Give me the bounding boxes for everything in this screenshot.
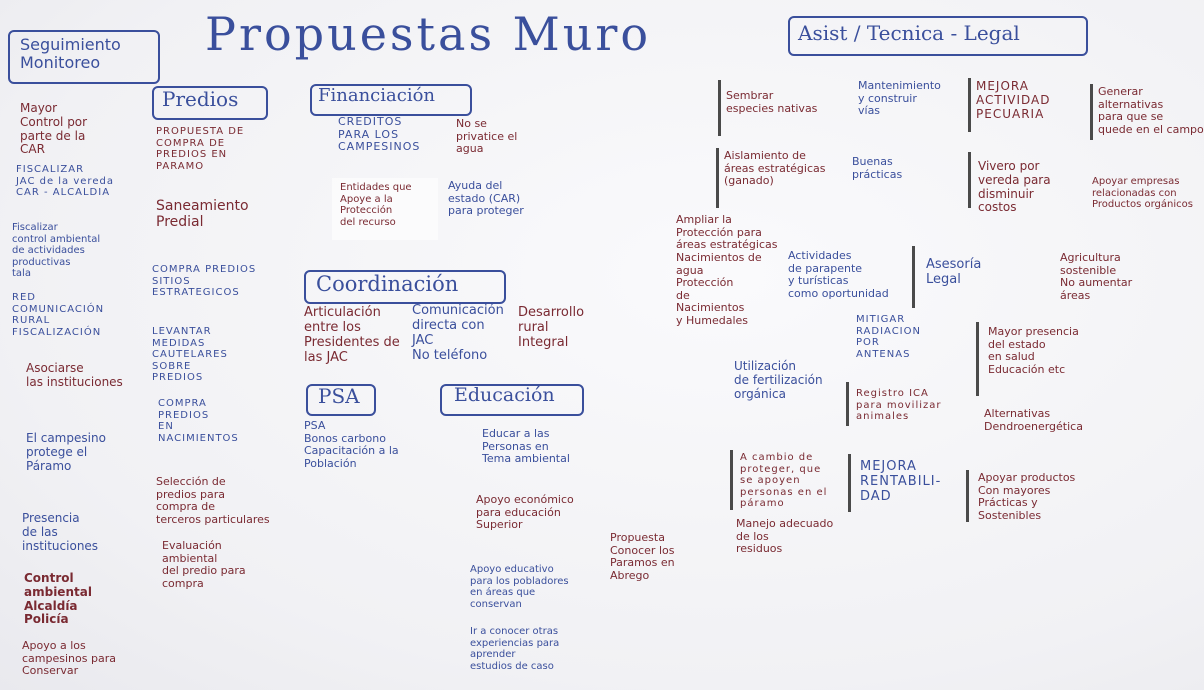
seguimiento-item: Presencia de las instituciones — [22, 511, 99, 553]
predios-item: COMPRA PREDIOS EN NACIMIENTOS — [158, 398, 239, 444]
divider-line — [1090, 84, 1093, 140]
header-box-coordinacion — [304, 270, 506, 304]
predios-item: PROPUESTA DE COMPRA DE PREDIOS EN PARAMO — [156, 126, 245, 172]
header-financiacion: Financiación — [318, 85, 435, 106]
educacion-item: Educar a las Personas en Tema ambiental — [482, 427, 570, 466]
asistencia-item: MEJORA ACTIVIDAD PECUARIA — [976, 79, 1051, 121]
predios-item: COMPRA PREDIOS SITIOS ESTRATEGICOS — [152, 264, 257, 298]
asistencia-item: Vivero por vereda para disminuir costos — [978, 159, 1051, 215]
asistencia-item: Buenas prácticas — [852, 155, 903, 181]
asistencia-item: Aislamiento de áreas estratégicas (ganad… — [724, 149, 826, 188]
coordinacion-item: Desarrollo rural Integral — [518, 305, 585, 350]
predios-item: LEVANTAR MEDIDAS CAUTELARES SOBRE PREDIO… — [152, 326, 228, 383]
asistencia-item: A cambio de proteger, que se apoyen pers… — [740, 452, 828, 509]
educacion-item: Apoyo educativo para los pobladores en á… — [470, 564, 569, 610]
seguimiento-item: El campesino protege el Páramo — [26, 431, 106, 473]
financiacion-item: Ayuda del estado (CAR) para proteger — [448, 179, 524, 218]
header-educacion: Educación — [454, 384, 555, 406]
header-box-psa — [306, 384, 376, 416]
asistencia-item: Mayor presencia del estado en salud Educ… — [988, 325, 1079, 376]
asistencia-item: Manejo adecuado de los residuos — [736, 517, 834, 556]
asistencia-item: MITIGAR RADIACION POR ANTENAS — [856, 314, 921, 360]
asistencia-item: Ampliar la Protección para áreas estraté… — [676, 213, 778, 328]
asistencia-item: Alternativas Dendroenergética — [984, 407, 1083, 433]
header-seguimiento: Seguimiento Monitoreo — [20, 35, 121, 73]
asistencia-item: Generar alternativas para que se quede e… — [1098, 85, 1204, 136]
seguimiento-item: Apoyo a los campesinos para Conservar — [22, 639, 116, 678]
board-title: Propuestas Muro — [205, 7, 652, 61]
seguimiento-item: Fiscalizar control ambiental de activida… — [12, 222, 101, 279]
asistencia-item: Apoyar empresas relacionadas con Product… — [1092, 176, 1193, 210]
header-box-asistencia — [788, 16, 1088, 56]
asistencia-item: Sembrar especies nativas — [726, 89, 818, 115]
divider-line — [848, 454, 851, 512]
asistencia-item: Actividades de parapente y turísticas co… — [788, 249, 889, 300]
financiacion-item: CREDITOS PARA LOS CAMPESINOS — [338, 115, 421, 154]
divider-line — [966, 470, 969, 522]
divider-line — [846, 382, 849, 426]
header-coordinacion: Coordinación — [316, 272, 459, 296]
coordinacion-item: Comunicación directa con JAC No teléfono — [412, 303, 504, 363]
asistencia-item: Mantenimiento y construir vías — [858, 79, 941, 118]
divider-line — [968, 78, 971, 132]
financiacion-item: No se privatice el agua — [456, 117, 518, 156]
psa-item: PSA Bonos carbono Capacitación a la Pobl… — [304, 419, 399, 470]
asistencia-item: Registro ICA para movilizar animales — [856, 388, 942, 422]
seguimiento-item: RED COMUNICACIÓN RURAL FISCALIZACIÓN — [12, 292, 105, 338]
divider-line — [976, 322, 979, 396]
header-box-seguimiento — [8, 30, 160, 84]
divider-line — [730, 450, 733, 510]
seguimiento-item: FISCALIZAR JAC de la vereda CAR - ALCALD… — [16, 164, 114, 198]
educacion-item: Ir a conocer otras experiencias para apr… — [470, 626, 560, 672]
predios-item: Selección de predios para compra de terc… — [156, 475, 270, 526]
educacion-item: Apoyo económico para educación Superior — [476, 493, 574, 532]
predios-item: Evaluación ambiental del predio para com… — [162, 539, 246, 590]
divider-line — [968, 152, 971, 208]
note-card — [332, 178, 438, 240]
header-box-financiacion — [310, 84, 472, 116]
seguimiento-item: Mayor Control por parte de la CAR — [20, 101, 88, 157]
asistencia-item: Apoyar productos Con mayores Prácticas y… — [978, 471, 1076, 522]
header-box-educacion — [440, 384, 584, 416]
financiacion-item: Entidades que Apoye a la Protección del … — [340, 182, 412, 228]
asistencia-item: Utilización de fertilización orgánica — [734, 359, 823, 401]
divider-line — [716, 148, 719, 208]
asistencia-item: Asesoría Legal — [926, 257, 982, 287]
header-psa: PSA — [318, 384, 360, 408]
header-box-predios — [152, 86, 268, 120]
coordinacion-item: Articulación entre los Presidentes de la… — [304, 305, 400, 365]
divider-line — [912, 246, 915, 308]
propuesta-note: Propuesta Conocer los Paramos en Abrego — [610, 531, 675, 582]
seguimiento-item: Control ambiental Alcaldía Policía — [24, 571, 92, 627]
asistencia-item: MEJORA RENTABILI- DAD — [860, 459, 942, 504]
header-asistencia: Asist / Tecnica - Legal — [798, 21, 1020, 45]
asistencia-item: Agricultura sostenible No aumentar áreas — [1060, 251, 1133, 302]
predios-item: Saneamiento Predial — [156, 198, 249, 231]
header-predios: Predios — [162, 87, 239, 111]
seguimiento-item: Asociarse las instituciones — [26, 361, 123, 389]
divider-line — [718, 80, 721, 136]
